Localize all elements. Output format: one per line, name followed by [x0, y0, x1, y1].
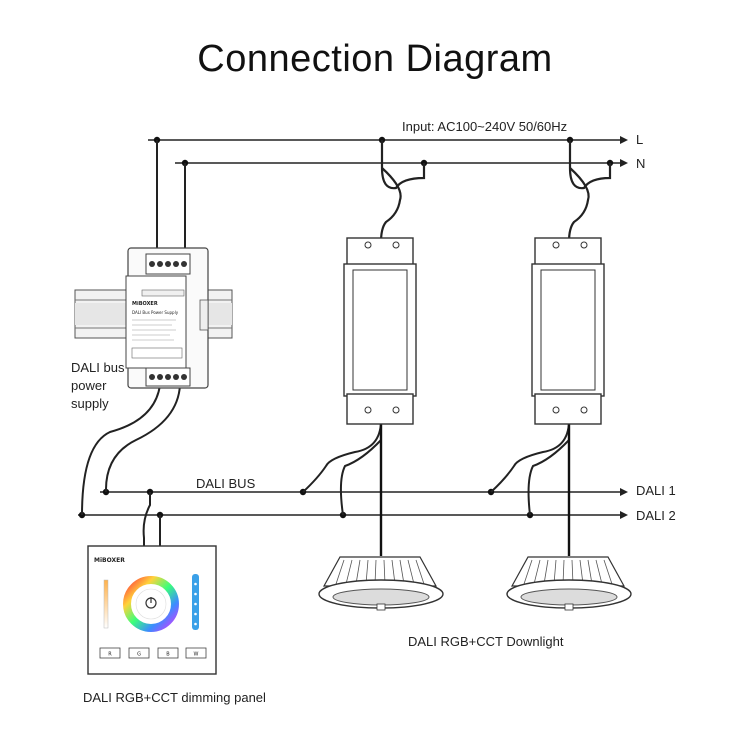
led-driver-1 — [343, 237, 417, 425]
panel-button-r: R — [108, 652, 112, 658]
panel-button-b: B — [166, 652, 170, 658]
page-title: Connection Diagram — [197, 38, 553, 80]
wire-drivers-to-dali — [302, 421, 570, 516]
wire-bus-supply-to-dali — [81, 384, 181, 516]
input-label: Input: AC100~240V 50/60Hz — [402, 119, 568, 134]
wire-ac-to-bus-supply — [156, 140, 186, 262]
bus-power-supply: MiBOXER DALI Bus Power Supply — [125, 247, 209, 389]
downlight-1 — [318, 556, 444, 611]
bus-supply-label-line2: power — [71, 378, 107, 393]
led-driver-2 — [531, 237, 605, 425]
line-L — [148, 136, 628, 144]
bus-supply-brand: MiBOXER — [132, 301, 158, 307]
wire-ac-to-drivers — [379, 140, 612, 243]
downlight-2 — [506, 556, 632, 611]
panel-button-w: W — [194, 652, 199, 658]
bus-supply-label-line1: DALI bus — [71, 360, 125, 375]
panel-label: DALI RGB+CCT dimming panel — [83, 690, 266, 705]
label-L: L — [636, 132, 644, 147]
label-N: N — [636, 156, 646, 171]
line-N — [175, 159, 628, 167]
dimming-panel: MiBOXER R G B W — [87, 545, 217, 675]
panel-button-g: G — [137, 652, 141, 658]
line-dali1 — [100, 488, 628, 496]
label-dali2: DALI 2 — [636, 508, 676, 523]
bus-supply-label: DALI bus power supply — [71, 359, 124, 413]
bus-supply-product: DALI Bus Power Supply — [132, 310, 179, 315]
panel-brand: MiBOXER — [94, 557, 125, 564]
bus-supply-label-line3: supply — [71, 396, 109, 411]
wire-panel-to-dali — [142, 492, 161, 552]
wire-drivers-to-downlights — [379, 422, 571, 556]
downlight-label: DALI RGB+CCT Downlight — [408, 634, 564, 649]
label-dali1: DALI 1 — [636, 483, 676, 498]
label-dali-bus: DALI BUS — [196, 476, 256, 491]
